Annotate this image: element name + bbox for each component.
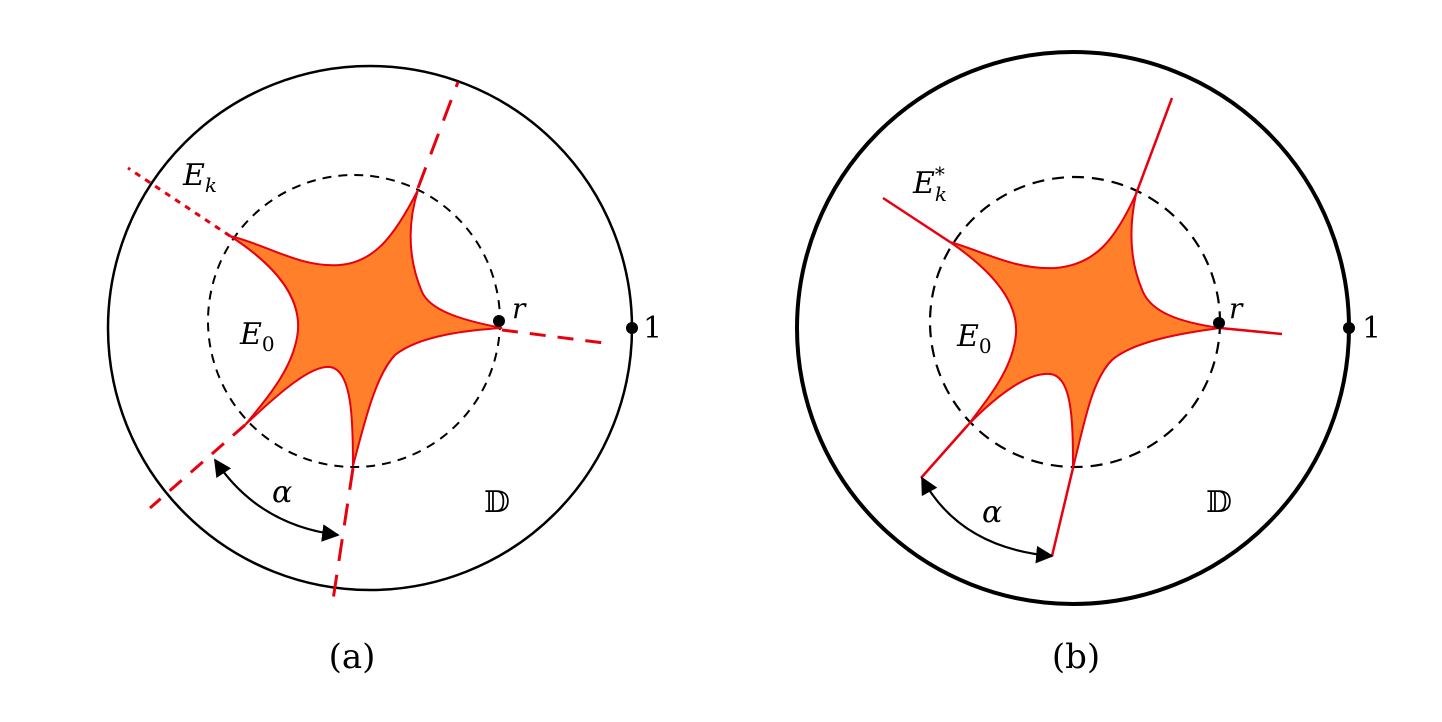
center-label-e0: E0	[239, 317, 275, 356]
panel-b: E*k E0 r 1 α 𝔻 (b)	[795, 50, 1381, 677]
disk-label: 𝔻	[1206, 485, 1232, 520]
point-one-label: 1	[643, 311, 662, 346]
angle-label: α	[272, 475, 292, 510]
point-r-label: r	[512, 292, 527, 325]
ray-lower-left	[920, 424, 969, 479]
disk-label: 𝔻	[484, 485, 510, 520]
ray-lower-left	[149, 423, 246, 510]
star-region	[949, 193, 1221, 469]
caption-a: (a)	[329, 637, 376, 677]
star-region	[229, 189, 503, 467]
point-one	[626, 322, 638, 334]
angle-arrow	[921, 476, 1054, 564]
point-one-label: 1	[1362, 311, 1381, 346]
ray-lower	[1050, 467, 1075, 557]
panel-a: Ek E0 r 1 α 𝔻 (a)	[106, 64, 662, 677]
region-label-ek-star: E*k	[912, 162, 947, 206]
center-label-e0: E0	[956, 319, 992, 358]
ray-left	[127, 166, 231, 238]
angle-arrow	[214, 458, 340, 542]
point-r	[493, 315, 505, 327]
caption-b: (b)	[1052, 637, 1100, 677]
ray-left	[882, 196, 951, 244]
angle-label: α	[982, 495, 1002, 530]
ray-right	[1219, 326, 1283, 336]
ray-upper	[416, 81, 460, 189]
point-one	[1343, 322, 1355, 334]
point-r-label: r	[1229, 292, 1244, 325]
ray-upper	[1134, 97, 1174, 195]
point-r	[1213, 317, 1225, 329]
ray-lower	[331, 467, 355, 601]
ray-right	[501, 328, 613, 346]
region-label-ek: Ek	[182, 158, 217, 197]
